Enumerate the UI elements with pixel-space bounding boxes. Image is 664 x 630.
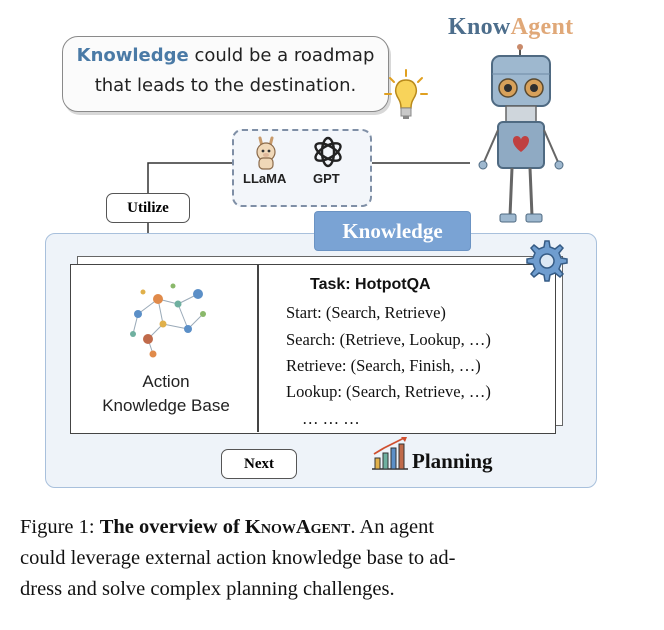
- task-title: Task: HotpotQA: [310, 276, 431, 293]
- bubble-keyword: Knowledge: [76, 45, 189, 66]
- model-box: [232, 129, 372, 207]
- caption-prefix: Figure 1:: [20, 516, 100, 538]
- caption-brand: KnowAgent: [244, 516, 351, 538]
- lightbulb-icon: [384, 69, 428, 119]
- caption-line-2: could leverage external action knowledge…: [20, 547, 456, 569]
- bar-chart-icon: [372, 437, 408, 470]
- kb-label-line-1: Action: [142, 372, 190, 391]
- gear-icon: [526, 240, 568, 282]
- task-rule-start: Start: (Search, Retrieve): [286, 303, 446, 322]
- knowledge-graph-icon: [130, 283, 206, 358]
- openai-icon: [314, 136, 342, 168]
- caption-line-1: Figure 1: The overview of KnowAgent. An …: [20, 516, 434, 539]
- paper-divider: [257, 264, 259, 432]
- knowledge-tab: Knowledge: [315, 212, 470, 250]
- robot-icon: [478, 44, 564, 223]
- speech-bubble: Knowledge could be a roadmap that leads …: [62, 36, 389, 112]
- task-rule-ellipsis: … … …: [302, 409, 360, 428]
- task-rule-lookup: Lookup: (Search, Retrieve, …): [286, 382, 491, 401]
- task-rule-retrieve: Retrieve: (Search, Finish, …): [286, 356, 481, 375]
- planning-label: Planning: [412, 449, 493, 473]
- caption-line-3: dress and solve complex planning challen…: [20, 578, 395, 600]
- task-rule-search: Search: (Retrieve, Lookup, …): [286, 330, 491, 349]
- brand-part-2: Agent: [510, 14, 574, 40]
- brand-part-1: Know: [448, 14, 511, 40]
- utilize-label: Utilize: [106, 193, 190, 223]
- next-label: Next: [221, 449, 297, 479]
- bubble-line-1-rest: could be a roadmap: [188, 45, 375, 66]
- caption-bold: The overview of: [99, 516, 245, 538]
- llama-icon: [256, 136, 276, 170]
- caption-after-bold: . An agent: [350, 516, 435, 538]
- brand-logo: KnowAgent: [448, 14, 573, 41]
- bubble-line-1: Knowledge could be a roadmap: [63, 45, 388, 66]
- llama-label: LLaMA: [243, 171, 287, 186]
- gpt-label: GPT: [313, 171, 340, 186]
- kb-label-line-2: Knowledge Base: [102, 396, 230, 415]
- bubble-line-2: that leads to the destination.: [94, 75, 357, 96]
